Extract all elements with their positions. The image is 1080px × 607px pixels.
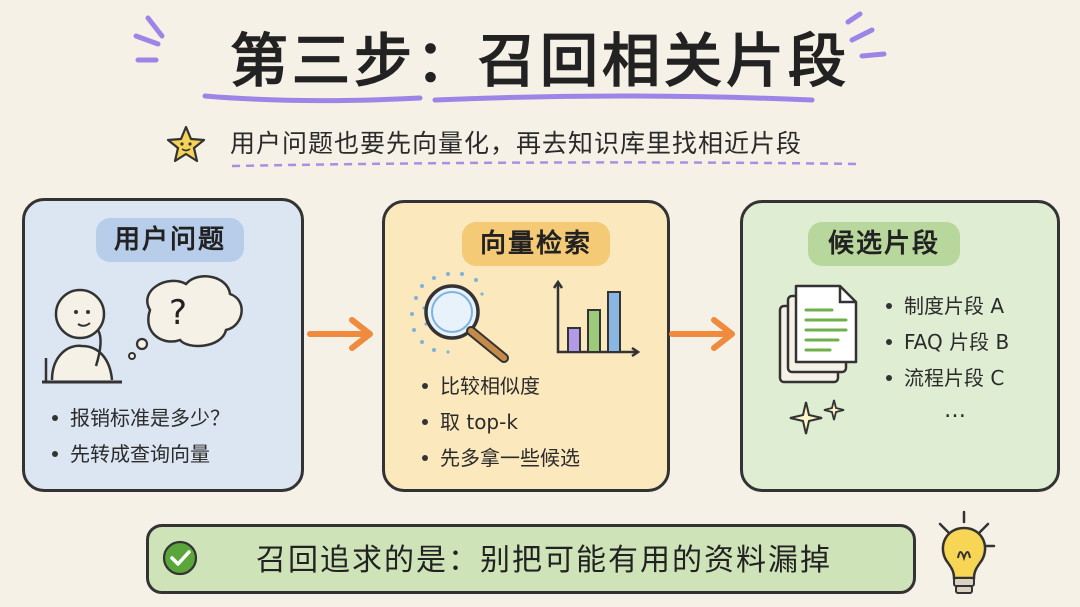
person-thinking-icon: ?: [42, 275, 243, 384]
lightbulb-icon: [938, 510, 996, 594]
list-item: 制度片段 A: [882, 288, 1009, 324]
check-circle-icon: [162, 540, 198, 576]
page-title: 第三步：召回相关片段: [229, 27, 850, 95]
title-decoration: [133, 11, 887, 168]
more-ellipsis: …: [944, 398, 968, 423]
list-item: 流程片段 C: [882, 360, 1009, 396]
vector-search-list: 比较相似度 取 top-k 先多拿一些候选: [418, 368, 580, 476]
user-question-list: 报销标准是多少？ 先转成查询向量: [48, 400, 230, 472]
user-question-label: 用户问题: [96, 218, 244, 262]
footer-text: 召回追求的是：别把可能有用的资料漏掉: [256, 543, 832, 578]
arrow-right-icon: [669, 317, 735, 351]
subtitle: 用户问题也要先向量化，再去知识库里找相近片段: [230, 129, 803, 158]
footer-box: [146, 524, 916, 594]
list-item: 取 top-k: [418, 404, 580, 440]
sparkle-icon: [789, 399, 845, 435]
bar-chart-icon: [552, 280, 641, 358]
star-icon: [166, 125, 206, 163]
list-item: 先转成查询向量: [48, 436, 230, 472]
question-mark-text: ?: [169, 293, 187, 333]
candidates-list: 制度片段 A FAQ 片段 B 流程片段 C: [882, 288, 1009, 396]
candidates-label: 候选片段: [808, 222, 960, 266]
list-item: 比较相似度: [418, 368, 580, 404]
magnifier-icon: [410, 272, 509, 363]
list-item: 先多拿一些候选: [418, 440, 580, 476]
list-item: FAQ 片段 B: [882, 324, 1009, 360]
arrow-right-icon: [307, 317, 373, 351]
vector-search-label: 向量检索: [462, 222, 610, 266]
list-item: 报销标准是多少？: [48, 400, 230, 436]
document-stack-icon: [778, 284, 858, 384]
